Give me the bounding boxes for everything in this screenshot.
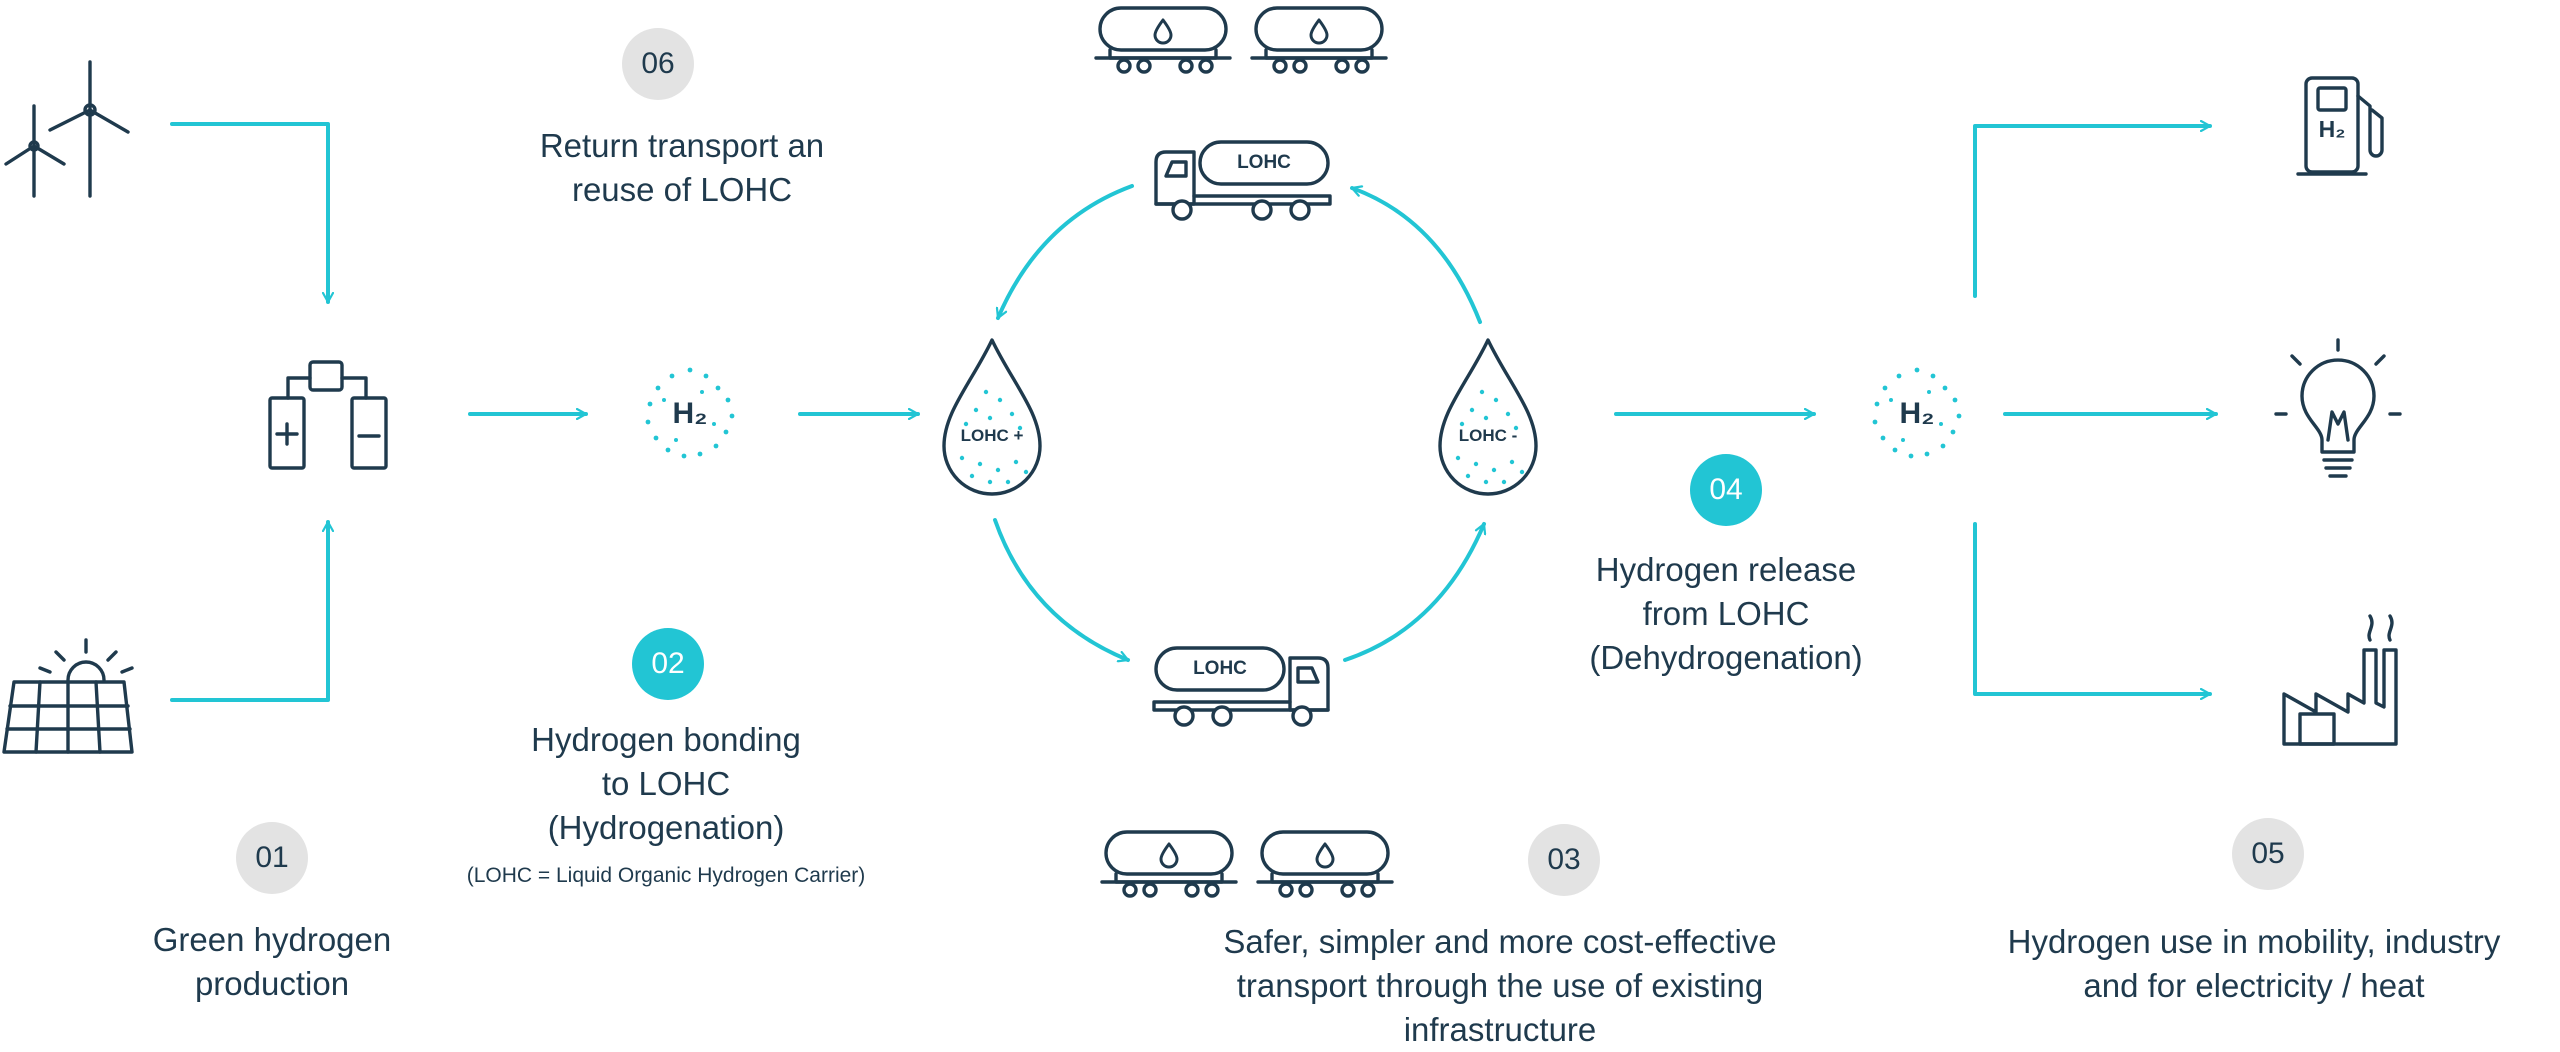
step-02-note: (LOHC = Liquid Organic Hydrogen Carrier) (466, 864, 866, 887)
lohc-plus-label: LOHC + (960, 426, 1024, 445)
step-01-line-1: Green hydrogen (152, 921, 392, 958)
h2-label-left: H₂ (672, 397, 708, 430)
step-02-label: Hydrogen bonding to LOHC (Hydrogenation) (436, 718, 896, 850)
truck-bottom-tank-label: LOHC (1193, 658, 1247, 679)
step-04-line-1: Hydrogen release (1595, 551, 1857, 588)
step-05-line-2: and for electricity / heat (2083, 967, 2425, 1004)
step-04-line-3: (Dehydrogenation) (1589, 639, 1863, 676)
step-03-badge: 03 (1528, 824, 1600, 896)
step-01-badge: 01 (236, 822, 308, 894)
arrow-truck-top-to-lohc-plus (998, 184, 1134, 320)
step-01-line-2: production (194, 965, 350, 1002)
step-04-badge: 04 (1690, 454, 1762, 526)
arrow-wind-to-electrolyser (170, 122, 328, 304)
step-05-line-1: Hydrogen use in mobility, industry (2007, 923, 2501, 960)
arrow-solar-to-electrolyser (170, 520, 328, 702)
arrow-truck-bottom-to-lohc-minus (1343, 522, 1484, 662)
tanker-truck-bottom-icon (1152, 646, 1330, 727)
step-05-label: Hydrogen use in mobility, industry and f… (1952, 920, 2556, 1008)
arrow-lohc-plus-to-truck-bottom (993, 518, 1130, 660)
truck-top-tank-label: LOHC (1237, 152, 1291, 173)
lohc-plus-droplet-icon (942, 338, 1042, 496)
step-06-line-2: reuse of LOHC (571, 171, 793, 208)
step-04-label: Hydrogen release from LOHC (Dehydrogenat… (1476, 548, 1976, 680)
tanker-truck-top-icon (1154, 140, 1332, 221)
step-04-line-2: from LOHC (1642, 595, 1810, 632)
lightbulb-icon (2274, 338, 2402, 478)
step-03-line-3: infrastructure (1403, 1011, 1597, 1048)
lohc-minus-label: LOHC - (1458, 426, 1518, 445)
step-02-line-3: (Hydrogenation) (547, 809, 785, 846)
step-01-label: Green hydrogen production (72, 918, 472, 1006)
lohc-minus-droplet-icon (1438, 338, 1538, 496)
flow-arrows (170, 122, 2218, 702)
arrow-h2-to-factory (1973, 522, 2212, 694)
step-06-badge: 06 (622, 28, 694, 100)
step-02-line-1: Hydrogen bonding (531, 721, 801, 758)
step-06-line-1: Return transport an (539, 127, 825, 164)
electrolyser-icon (268, 360, 388, 470)
hydrogen-fuel-station-icon (2296, 76, 2384, 176)
rail-tank-wagons-bottom-icon (1100, 830, 1394, 898)
fuel-station-h2-label: H₂ (2318, 116, 2346, 142)
factory-icon (2282, 614, 2398, 746)
h2-molecule-right-icon (1872, 367, 1962, 459)
step-02-line-2: to LOHC (601, 765, 731, 802)
step-03-line-1: Safer, simpler and more cost-effective (1223, 923, 1777, 960)
step-03-label: Safer, simpler and more cost-effective t… (1150, 920, 1850, 1052)
step-05-badge: 05 (2232, 818, 2304, 890)
wind-turbine-icon (4, 60, 130, 198)
step-06-label: Return transport an reuse of LOHC (432, 124, 932, 212)
arrow-lohc-minus-to-truck-top (1350, 188, 1482, 324)
h2-molecule-left-icon (645, 367, 735, 459)
h2-label-right: H₂ (1899, 397, 1935, 430)
step-03-line-2: transport through the use of existing (1236, 967, 1764, 1004)
rail-tank-wagons-top-icon (1094, 6, 1388, 74)
step-02-badge: 02 (632, 628, 704, 700)
arrow-h2-to-fuel-station (1973, 126, 2212, 298)
solar-panel-icon (2, 638, 134, 754)
